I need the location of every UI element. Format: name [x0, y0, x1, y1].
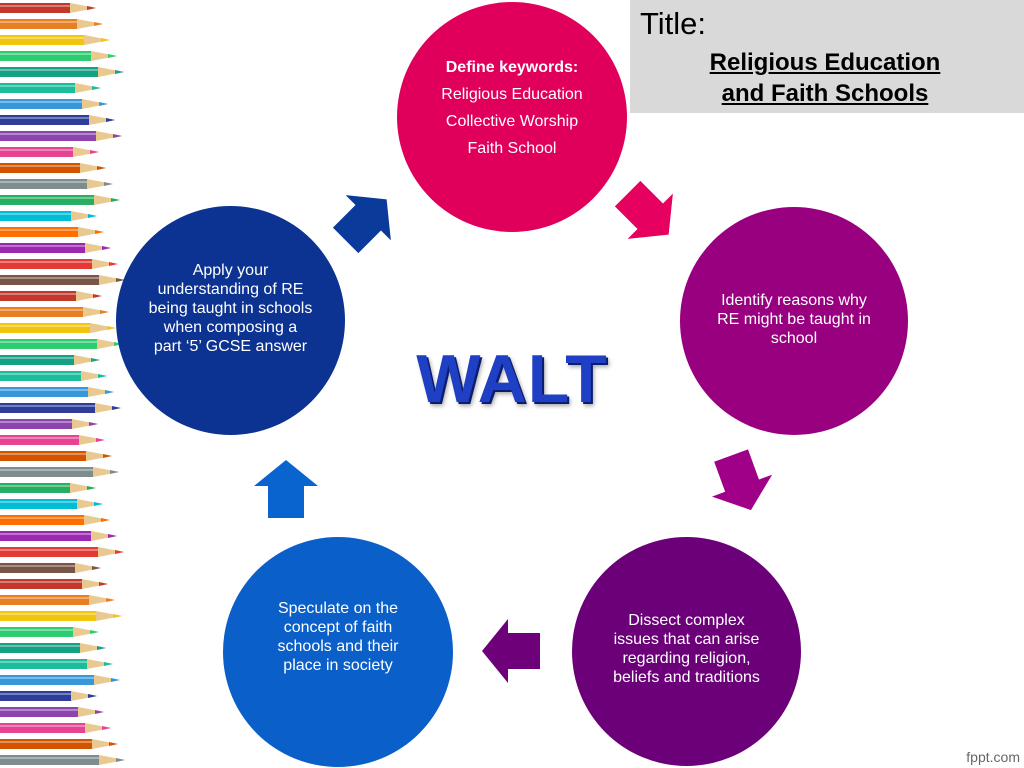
node-text: Dissect complex issues that can arise re…	[613, 611, 760, 686]
pencil	[0, 307, 109, 317]
pencil	[0, 147, 99, 157]
pencil	[0, 83, 101, 93]
pencil	[0, 419, 98, 429]
pencil	[0, 227, 104, 237]
pencil	[0, 195, 120, 205]
walt-center-label: WALT	[416, 341, 608, 417]
node-define-keywords: Define keywords: Religious Education Col…	[397, 2, 627, 232]
pencil	[0, 611, 122, 621]
title-text: Religious Education and Faith Schools	[709, 49, 941, 107]
title-box: Title: Religious Education and Faith Sch…	[630, 0, 1024, 113]
pencil	[0, 259, 118, 269]
colored-pencils-image	[0, 3, 125, 765]
footer-brand: fppt.com	[966, 749, 1020, 765]
arrow-bottom-left-icon	[482, 619, 540, 683]
pencil	[0, 275, 125, 285]
pencil	[0, 675, 120, 685]
pencil	[0, 291, 102, 301]
pencil	[0, 755, 125, 765]
node-text: Apply your understanding of RE being tau…	[148, 261, 313, 355]
arrow-top-right-icon	[614, 180, 673, 239]
keyword-item: Religious Education	[441, 86, 583, 103]
pencil	[0, 707, 104, 717]
pencil	[0, 691, 97, 701]
pencil	[0, 323, 116, 333]
pencil	[0, 3, 96, 13]
pencil	[0, 515, 110, 525]
pencil	[0, 211, 97, 221]
pencil	[0, 627, 99, 637]
pencil	[0, 243, 111, 253]
title-label: Title:	[640, 6, 707, 41]
pencil	[0, 163, 106, 173]
pencil	[0, 387, 114, 397]
node-speculate: Speculate on the concept of faith school…	[223, 537, 453, 767]
pencil	[0, 739, 118, 749]
pencil	[0, 179, 113, 189]
keywords-heading: Define keywords:	[445, 59, 579, 76]
pencil	[0, 435, 105, 445]
node-text: Identify reasons why RE might be taught …	[717, 292, 871, 347]
pencil	[0, 371, 107, 381]
pencil	[0, 499, 103, 509]
pencil	[0, 579, 108, 589]
arrow-top-left-icon	[332, 195, 391, 254]
pencil	[0, 595, 115, 605]
keyword-item: Collective Worship	[445, 113, 579, 130]
pencil	[0, 659, 113, 669]
arrow-right-down-icon	[711, 449, 773, 511]
keyword-item: Faith School	[467, 140, 557, 157]
pencil	[0, 131, 122, 141]
pencil	[0, 643, 106, 653]
node-text: Speculate on the concept of faith school…	[277, 599, 399, 674]
pencil	[0, 483, 96, 493]
pencil	[0, 547, 124, 557]
pencil	[0, 451, 112, 461]
arrow-left-up-icon	[254, 460, 318, 518]
pencil	[0, 51, 117, 61]
pencil	[0, 531, 117, 541]
node-identify-reasons: Identify reasons why RE might be taught …	[680, 207, 908, 435]
pencil	[0, 19, 103, 29]
pencil	[0, 115, 115, 125]
node-dissect-issues: Dissect complex issues that can arise re…	[572, 537, 801, 766]
node-apply-understanding: Apply your understanding of RE being tau…	[116, 206, 345, 435]
pencil	[0, 563, 101, 573]
pencil	[0, 467, 119, 477]
pencil	[0, 99, 108, 109]
pencil	[0, 403, 121, 413]
pencil	[0, 723, 111, 733]
pencil	[0, 35, 110, 45]
pencil	[0, 67, 124, 77]
pencil	[0, 355, 100, 365]
